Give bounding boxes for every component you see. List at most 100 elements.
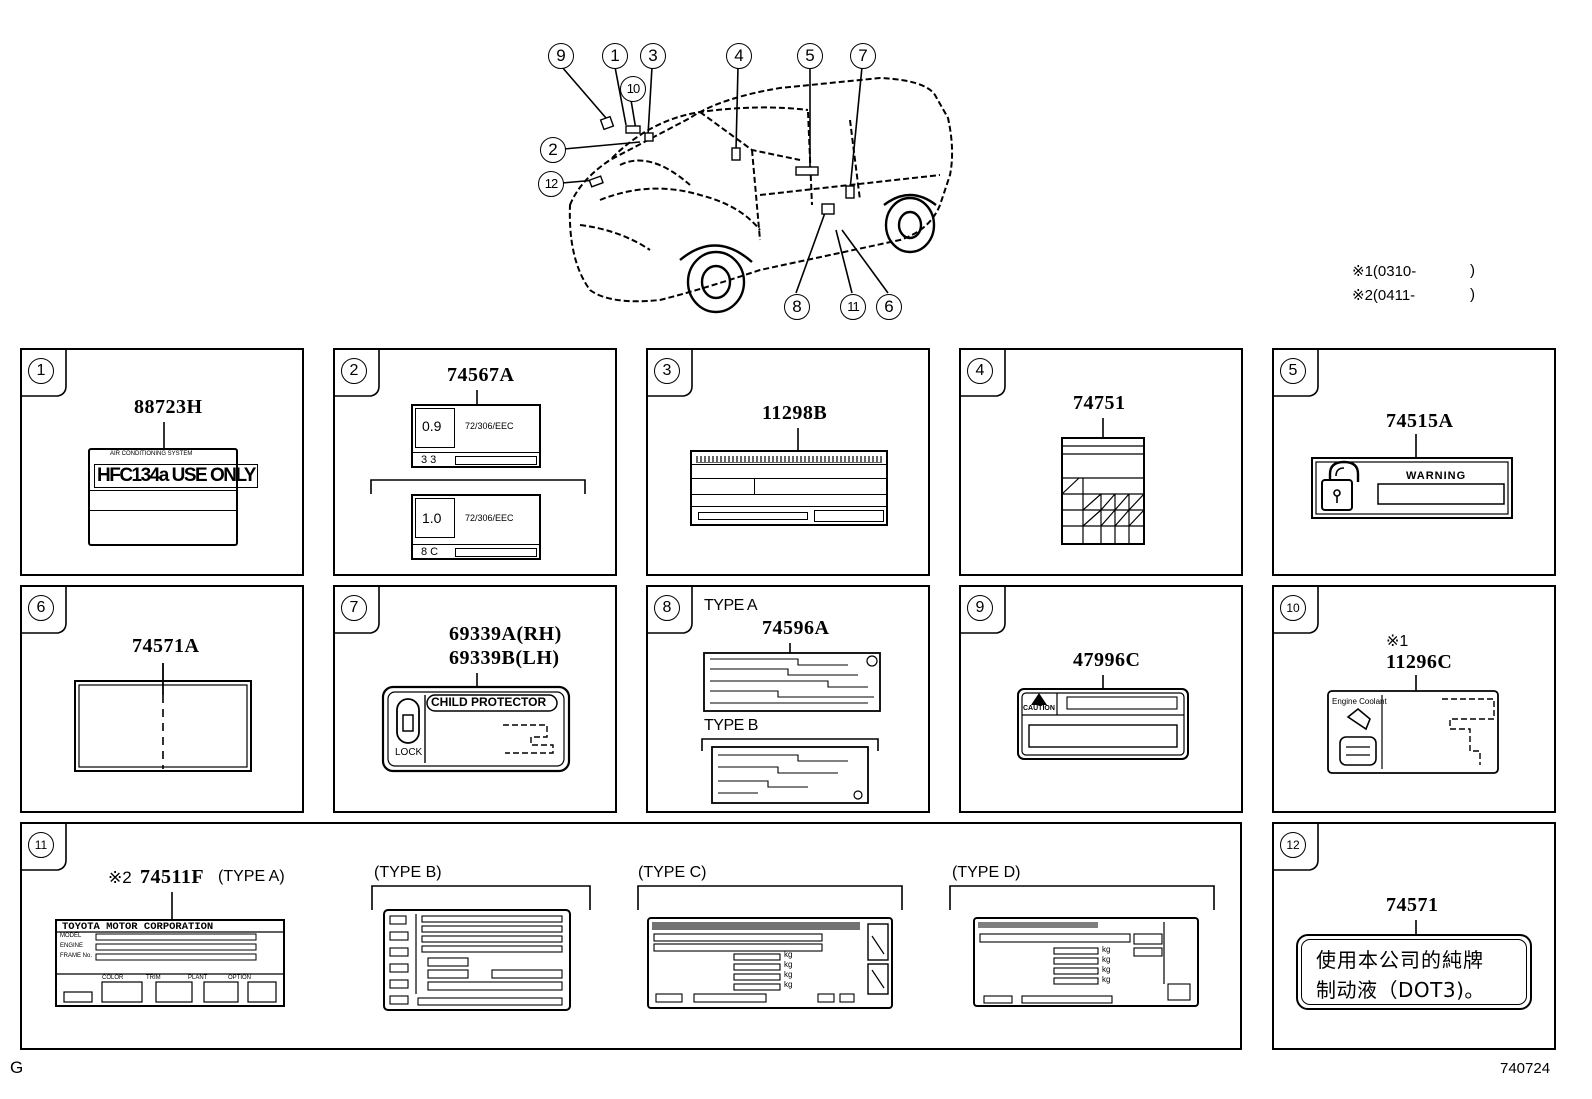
panel-number: 6 <box>28 595 54 621</box>
panel-number: 3 <box>654 358 680 384</box>
panel-number: 11 <box>28 832 54 858</box>
panel-12: 12 74571 使用本公司的純牌 制动液（DOT3)。 <box>1272 822 1556 1050</box>
panel-number: 10 <box>1280 595 1306 621</box>
note-2: ※2(0411- <box>1352 287 1416 304</box>
kg-c-2: kg <box>784 960 793 969</box>
padlock-icon <box>1321 460 1360 511</box>
warning-text: WARNING <box>1406 470 1467 482</box>
brake-fluid-line-2: 制动液（DOT3)。 <box>1316 978 1485 1002</box>
panel-4: 4 74751 <box>959 348 1243 576</box>
caution-text: CAUTION <box>1023 705 1055 712</box>
type-c-label: (TYPE C) <box>638 864 707 881</box>
part-number: 74567A <box>447 364 515 386</box>
panel-number: 9 <box>967 595 993 621</box>
corp-name: TOYOTA MOTOR CORPORATION <box>62 921 214 933</box>
ac-label-header: AIR CONDITIONING SYSTEM <box>110 451 193 457</box>
part-number: 74571A <box>132 635 200 657</box>
part-number: 74596A <box>762 617 830 639</box>
kg-c-3: kg <box>784 970 793 979</box>
part-number: 11296C <box>1386 651 1453 673</box>
kg-d-2: kg <box>1102 955 1111 964</box>
label-2a-code: 72/306/EEC <box>465 421 514 431</box>
child-protector-text: CHILD PROTECTOR <box>431 695 547 709</box>
panel-6: 6 74571A <box>20 585 304 813</box>
row-model: MODEL <box>60 933 82 939</box>
part-number: 74515A <box>1386 410 1454 432</box>
label-2a-sub: 3 3 <box>421 454 437 466</box>
part-number: 74751 <box>1073 392 1126 414</box>
callout-3: 3 <box>640 43 666 69</box>
col-color: COLOR <box>102 975 124 981</box>
production-note: ※1 <box>1386 633 1409 650</box>
brake-fluid-line-1: 使用本公司的純牌 <box>1316 948 1484 972</box>
label-2b-value: 1.0 <box>422 510 442 526</box>
kg-d-1: kg <box>1102 945 1111 954</box>
callout-9: 9 <box>548 43 574 69</box>
part-number: 74571 <box>1386 894 1439 916</box>
type-a-label: TYPE A <box>704 597 758 614</box>
production-note: ※2 <box>108 868 132 887</box>
callout-7: 7 <box>850 43 876 69</box>
col-option: OPTION <box>228 975 252 981</box>
callout-11: 11 <box>840 294 866 320</box>
label-2a: 0.9 72/306/EEC 3 3 <box>411 404 541 468</box>
kg-c-1: kg <box>784 950 793 959</box>
panel-5: 5 74515A WARNING <box>1272 348 1556 576</box>
panel-8: 8 TYPE A 74596A TYPE B <box>646 585 930 813</box>
emission-label <box>690 450 888 526</box>
panel-number: 7 <box>341 595 367 621</box>
panel-3: 3 11298B <box>646 348 930 576</box>
label-2a-value: 0.9 <box>422 418 442 434</box>
kg-c-4: kg <box>784 980 793 989</box>
panel-2: 2 74567A 0.9 72/306/EEC 3 3 1.0 72/306/E… <box>333 348 617 576</box>
row-engine: ENGINE <box>60 943 84 949</box>
kg-d-3: kg <box>1102 965 1111 974</box>
callout-10: 10 <box>620 76 646 102</box>
label-2b-sub: 8 C <box>421 546 439 558</box>
ac-label: AIR CONDITIONING SYSTEM HFC134a USE ONLY <box>88 448 258 546</box>
brake-fluid-label: 使用本公司的純牌 制动液（DOT3)。 <box>1296 934 1532 1010</box>
part-number: 47996C <box>1073 649 1141 671</box>
part-number: 74511F <box>140 866 205 888</box>
coolant-bottle-icon <box>1339 707 1377 766</box>
callout-12: 12 <box>538 171 564 197</box>
ac-label-main: HFC134a USE ONLY <box>94 464 258 488</box>
note-2-close: ) <box>1470 286 1475 303</box>
type-a-label: (TYPE A) <box>218 868 285 885</box>
panel-9: 9 47996C CAUTION <box>959 585 1243 813</box>
label-2b-code: 72/306/EEC <box>465 513 514 523</box>
note-1-close: ) <box>1470 262 1475 279</box>
type-d-label: (TYPE D) <box>952 864 1021 881</box>
panel-7: 7 69339A(RH) 69339B(LH) CHILD PROTECTOR … <box>333 585 617 813</box>
row-frame: FRAME No. <box>60 953 93 959</box>
type-b-label: TYPE B <box>704 717 758 734</box>
part-number: 88723H <box>134 396 203 418</box>
note-1: ※1(0310- <box>1352 263 1417 280</box>
callout-1: 1 <box>602 43 628 69</box>
callout-8: 8 <box>784 294 810 320</box>
part-number: 11298B <box>762 402 828 424</box>
col-plant: PLANT <box>188 975 208 981</box>
panel-number: 4 <box>967 358 993 384</box>
panel-number: 12 <box>1280 832 1306 858</box>
lock-text: LOCK <box>395 747 423 758</box>
footer-left: G <box>10 1058 24 1077</box>
part-number-rh: 69339A(RH) <box>449 623 562 645</box>
callout-6: 6 <box>876 294 902 320</box>
part-number-lh: 69339B(LH) <box>449 647 560 669</box>
vehicle-diagram <box>561 66 954 314</box>
callout-4: 4 <box>726 43 752 69</box>
label-2b: 1.0 72/306/EEC 8 C <box>411 494 541 560</box>
panel-number: 2 <box>341 358 367 384</box>
engine-coolant-text: Engine Coolant <box>1332 697 1387 706</box>
panel-11: 11 ※2 74511F (TYPE A) TOYOTA MOTOR CORPO… <box>20 822 1242 1050</box>
kg-d-4: kg <box>1102 975 1111 984</box>
panel-1: 1 88723H AIR CONDITIONING SYSTEM HFC134a… <box>20 348 304 576</box>
type-b-label: (TYPE B) <box>374 864 442 881</box>
panel-number: 5 <box>1280 358 1306 384</box>
callout-5: 5 <box>797 43 823 69</box>
panel-10: 10 ※1 11296C Engine Coolant <box>1272 585 1556 813</box>
panel-number: 1 <box>28 358 54 384</box>
col-trim: TRIM <box>146 975 161 981</box>
footer-right: 740724 <box>1500 1060 1551 1077</box>
